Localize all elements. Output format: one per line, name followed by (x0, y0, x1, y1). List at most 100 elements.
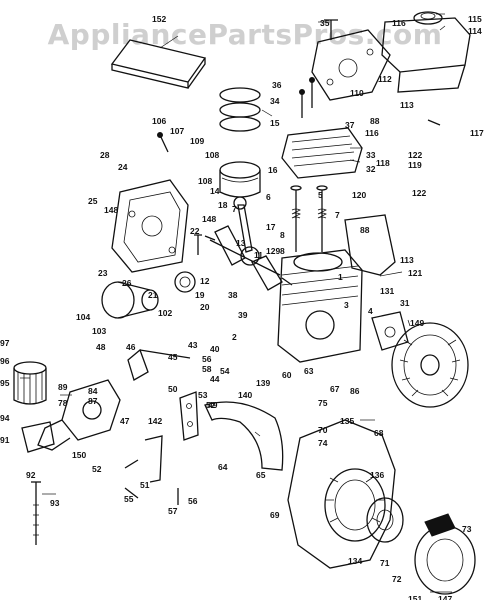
callout-104: 104 (76, 312, 90, 322)
callout-33: 33 (366, 150, 376, 160)
callout-63: 63 (304, 366, 314, 376)
callout-28: 28 (100, 150, 110, 160)
callout-112: 112 (378, 74, 392, 84)
callout-150: 150 (72, 450, 86, 460)
callout-84: 84 (88, 386, 98, 396)
callout-113: 113 (400, 100, 414, 110)
callout-8: 8 (280, 246, 285, 256)
callout-118: 118 (376, 158, 390, 168)
callout-11: 11 (254, 250, 263, 260)
callout-75: 75 (318, 398, 328, 408)
callout-68: 68 (374, 428, 384, 438)
tappet-part (194, 234, 202, 255)
callout-19: 19 (195, 290, 205, 300)
callout-13: 13 (236, 238, 246, 248)
governor-gear-part (174, 271, 196, 293)
callout-70: 70 (318, 425, 328, 435)
fuel-pump-part (21, 421, 55, 453)
callout-39: 39 (238, 310, 248, 320)
callout-135: 135 (340, 416, 354, 426)
callout-6: 6 (266, 192, 271, 202)
callout-108: 108 (205, 150, 219, 160)
callout-121: 121 (408, 268, 422, 278)
engine-block-part (277, 249, 363, 363)
callout-88: 88 (360, 225, 370, 235)
callout-107: 107 (170, 126, 184, 136)
callout-147: 147 (438, 594, 452, 600)
callout-122: 122 (408, 150, 422, 160)
callout-117: 117 (470, 128, 484, 138)
callout-140: 140 (238, 390, 252, 400)
callout-31: 31 (400, 298, 410, 308)
callout-53: 53 (198, 390, 208, 400)
callout-142: 142 (148, 416, 162, 426)
callout-14: 14 (210, 186, 220, 196)
valve-springs-part (290, 185, 328, 252)
callout-40: 40 (210, 344, 220, 354)
callout-139: 139 (256, 378, 270, 388)
ignition-coil-part (371, 311, 409, 351)
cylinder-head-part (281, 127, 363, 179)
callout-34: 34 (270, 96, 280, 106)
piston-part (219, 161, 261, 198)
callout-108: 108 (198, 176, 212, 186)
callout-67: 67 (330, 384, 340, 394)
callout-4: 4 (368, 306, 373, 316)
callout-114: 114 (468, 26, 482, 36)
callout-88: 88 (370, 116, 380, 126)
callout-52: 52 (92, 464, 102, 474)
callout-73: 73 (462, 524, 472, 534)
callout-58: 58 (202, 364, 212, 374)
callout-91: 91 (0, 435, 10, 445)
callout-7: 7 (232, 204, 237, 214)
callout-92: 92 (26, 470, 36, 480)
control-bracket-part (179, 391, 199, 441)
callout-120: 120 (352, 190, 366, 200)
bolt-93-part (31, 481, 41, 545)
callout-7: 7 (335, 210, 340, 220)
callout-95: 95 (0, 378, 10, 388)
callout-38: 38 (228, 290, 238, 300)
callout-24: 24 (118, 162, 128, 172)
callout-113: 113 (400, 255, 414, 265)
cylinder-baffle-part (344, 214, 396, 276)
callout-52: 52 (206, 400, 216, 410)
callout-32: 32 (366, 164, 376, 174)
callout-115: 115 (468, 14, 482, 24)
callout-64: 64 (218, 462, 228, 472)
air-guide-part (204, 401, 284, 471)
callout-35: 35 (320, 18, 330, 28)
callout-45: 45 (168, 352, 178, 362)
carburetor-part (37, 379, 121, 451)
callout-25: 25 (88, 196, 98, 206)
rewind-starter-part (414, 513, 476, 595)
callout-56: 56 (188, 496, 198, 506)
leader-lines (20, 13, 452, 593)
piston-rings-part (219, 87, 261, 132)
callout-116: 116 (365, 128, 379, 138)
callout-50: 50 (168, 384, 178, 394)
callout-119: 119 (408, 160, 422, 170)
callout-56: 56 (202, 354, 212, 364)
callout-48: 48 (96, 342, 106, 352)
callout-55: 55 (124, 494, 134, 504)
blower-housing-part (287, 419, 396, 569)
callout-17: 17 (266, 222, 276, 232)
callout-134: 134 (348, 556, 362, 566)
callout-47: 47 (120, 416, 130, 426)
callout-21: 21 (148, 290, 158, 300)
callout-102: 102 (158, 308, 172, 318)
callout-49: 49 (208, 400, 218, 410)
intake-gasket-part (311, 29, 391, 101)
air-cleaner-housing-part (381, 11, 471, 93)
callout-97: 97 (0, 338, 10, 348)
callout-36: 36 (272, 80, 282, 90)
callout-129: 129 (266, 246, 280, 256)
callout-57: 57 (168, 506, 178, 516)
callout-149: 149 (410, 318, 424, 328)
callout-78: 78 (58, 398, 68, 408)
callout-15: 15 (270, 118, 280, 128)
callout-71: 71 (380, 558, 390, 568)
